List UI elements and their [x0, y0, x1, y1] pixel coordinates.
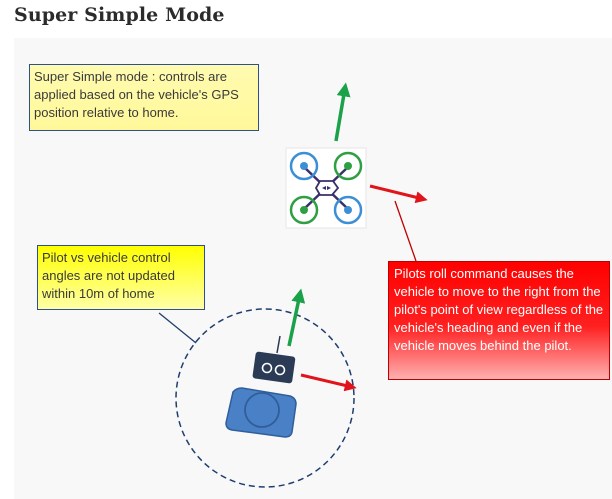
- pilot-forward-arrow: [287, 288, 306, 347]
- roll-callout-connector: [394, 200, 417, 262]
- home-radius-circle: [175, 308, 355, 488]
- pilot-right-arrow: [300, 373, 357, 392]
- page-title: Super Simple Mode: [14, 4, 225, 26]
- transmitter-icon: [252, 335, 296, 384]
- pilot-callout-connector: [158, 312, 197, 344]
- vehicle-forward-arrow: [334, 82, 351, 142]
- quadcopter-icon: [285, 147, 367, 229]
- pilot-icon: [225, 387, 297, 438]
- super-simple-description-callout: Super Simple mode : controls are applied…: [29, 64, 259, 131]
- vehicle-right-arrow: [369, 184, 428, 204]
- pilot-angles-callout: Pilot vs vehicle control angles are not …: [37, 245, 205, 310]
- roll-command-callout: Pilots roll command causes the vehicle t…: [388, 261, 610, 380]
